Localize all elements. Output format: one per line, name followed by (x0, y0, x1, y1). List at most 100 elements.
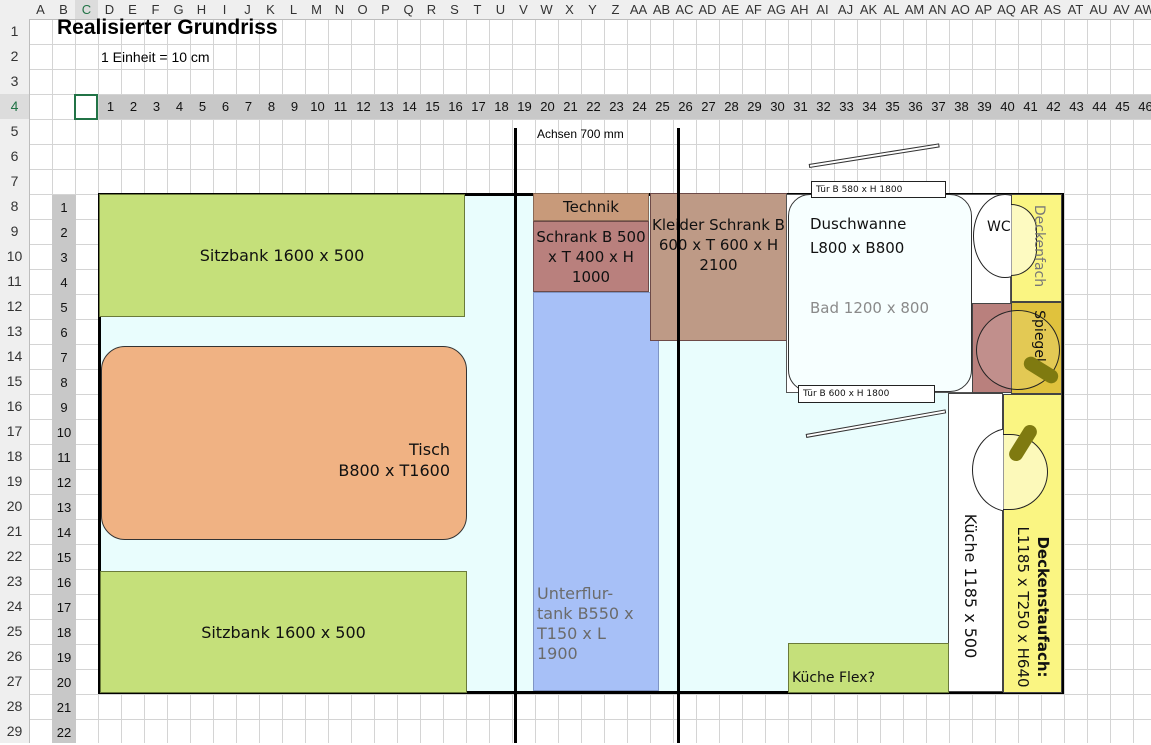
column-header-s[interactable]: S (450, 2, 459, 17)
bench-bottom-label: Sitzbank 1600 x 500 (201, 622, 366, 642)
column-header-m[interactable]: M (311, 2, 322, 17)
row-header-21[interactable]: 21 (6, 523, 23, 539)
column-header-n[interactable]: N (334, 2, 345, 17)
column-header-aa[interactable]: AA (629, 2, 648, 17)
row-header-10[interactable]: 10 (6, 248, 23, 264)
row-header-1[interactable]: 1 (10, 23, 19, 39)
row-header-23[interactable]: 23 (6, 573, 23, 589)
row-header-19[interactable]: 19 (6, 473, 23, 489)
column-header-r[interactable]: R (426, 2, 437, 17)
column-header-ah[interactable]: AH (790, 2, 809, 17)
row-header-3[interactable]: 3 (10, 73, 19, 89)
column-header-x[interactable]: X (565, 2, 574, 17)
column-header-q[interactable]: Q (403, 2, 414, 17)
row-header-16[interactable]: 16 (6, 398, 23, 414)
column-header-ac[interactable]: AC (675, 2, 694, 17)
column-header-c[interactable]: C (75, 0, 98, 19)
column-header-am[interactable]: AM (904, 2, 925, 17)
ruler-v-mark: 15 (56, 550, 72, 565)
row-header-22[interactable]: 22 (6, 548, 23, 564)
row-header-25[interactable]: 25 (6, 623, 23, 639)
column-header-b[interactable]: B (59, 2, 68, 17)
ruler-v-mark: 22 (56, 725, 72, 740)
column-header-aq[interactable]: AQ (997, 2, 1016, 17)
column-header-v[interactable]: V (519, 2, 528, 17)
row-header-5[interactable]: 5 (10, 123, 19, 139)
row-header-26[interactable]: 26 (6, 648, 23, 664)
column-header-p[interactable]: P (381, 2, 390, 17)
row-header-27[interactable]: 27 (6, 673, 23, 689)
row-header-29[interactable]: 29 (6, 723, 23, 739)
column-header-ak[interactable]: AK (859, 2, 878, 17)
row-header-9[interactable]: 9 (10, 223, 19, 239)
ruler-v-mark: 6 (60, 325, 68, 340)
column-header-w[interactable]: W (540, 2, 553, 17)
row-header-12[interactable]: 12 (6, 298, 23, 314)
ruler-v-mark: 12 (56, 475, 72, 490)
column-header-ao[interactable]: AO (951, 2, 970, 17)
ruler-h-mark: 34 (862, 99, 877, 114)
column-header-an[interactable]: AN (928, 2, 947, 17)
ruler-h-mark: 9 (290, 99, 299, 114)
ruler-h-mark: 17 (471, 99, 486, 114)
column-header-u[interactable]: U (495, 2, 506, 17)
column-header-e[interactable]: E (128, 2, 137, 17)
column-header-af[interactable]: AF (745, 2, 762, 17)
column-header-h[interactable]: H (196, 2, 207, 17)
column-header-ag[interactable]: AG (767, 2, 786, 17)
selected-cell[interactable] (74, 94, 98, 120)
ruler-v-mark: 4 (60, 275, 68, 290)
column-header-t[interactable]: T (473, 2, 482, 17)
row-header-20[interactable]: 20 (6, 498, 23, 514)
column-header-aw[interactable]: AW (1134, 2, 1151, 17)
row-header-17[interactable]: 17 (6, 423, 23, 439)
deckenstaufach-label: Deckenstaufach: L1185 x T250 x H640 (1013, 507, 1053, 707)
ruler-h-mark: 2 (129, 99, 138, 114)
row-header-24[interactable]: 24 (6, 598, 23, 614)
ruler-v-mark: 13 (56, 500, 72, 515)
column-header-aj[interactable]: AJ (837, 2, 854, 17)
column-header-au[interactable]: AU (1089, 2, 1108, 17)
column-header-as[interactable]: AS (1043, 2, 1062, 17)
row-header-8[interactable]: 8 (10, 198, 19, 214)
column-header-g[interactable]: G (173, 2, 184, 17)
row-header-18[interactable]: 18 (6, 448, 23, 464)
column-header-ar[interactable]: AR (1020, 2, 1039, 17)
column-header-a[interactable]: A (36, 2, 45, 17)
column-header-al[interactable]: AL (883, 2, 900, 17)
ruler-h-mark: 4 (175, 99, 184, 114)
column-header-i[interactable]: I (222, 2, 227, 17)
row-header-13[interactable]: 13 (6, 323, 23, 339)
select-all-corner[interactable] (0, 0, 29, 19)
column-header-y[interactable]: Y (588, 2, 597, 17)
column-header-z[interactable]: Z (611, 2, 620, 17)
column-header-ae[interactable]: AE (721, 2, 740, 17)
row-header-15[interactable]: 15 (6, 373, 23, 389)
column-header-j[interactable]: J (244, 2, 251, 17)
ruler-h-mark: 11 (333, 99, 348, 114)
column-header-ai[interactable]: AI (816, 2, 829, 17)
column-header-ap[interactable]: AP (974, 2, 993, 17)
ruler-h-mark: 38 (954, 99, 969, 114)
column-header-ad[interactable]: AD (698, 2, 717, 17)
row-header-14[interactable]: 14 (6, 348, 23, 364)
column-header-d[interactable]: D (104, 2, 115, 17)
ruler-h-mark: 7 (244, 99, 253, 114)
column-header-k[interactable]: K (266, 2, 275, 17)
row-header-28[interactable]: 28 (6, 698, 23, 714)
ruler-v-mark: 1 (60, 200, 68, 215)
column-header-o[interactable]: O (357, 2, 368, 17)
column-header-ab[interactable]: AB (652, 2, 671, 17)
column-header-at[interactable]: AT (1067, 2, 1084, 17)
column-header-l[interactable]: L (289, 2, 298, 17)
row-header-11[interactable]: 11 (7, 273, 22, 289)
row-header-7[interactable]: 7 (10, 173, 19, 189)
axle-line-rear (677, 128, 680, 743)
column-header-f[interactable]: F (151, 2, 160, 17)
column-header-av[interactable]: AV (1113, 2, 1130, 17)
row-header-6[interactable]: 6 (10, 148, 19, 164)
row-header-4[interactable]: 4 (0, 94, 29, 119)
row-header-2[interactable]: 2 (10, 48, 19, 64)
